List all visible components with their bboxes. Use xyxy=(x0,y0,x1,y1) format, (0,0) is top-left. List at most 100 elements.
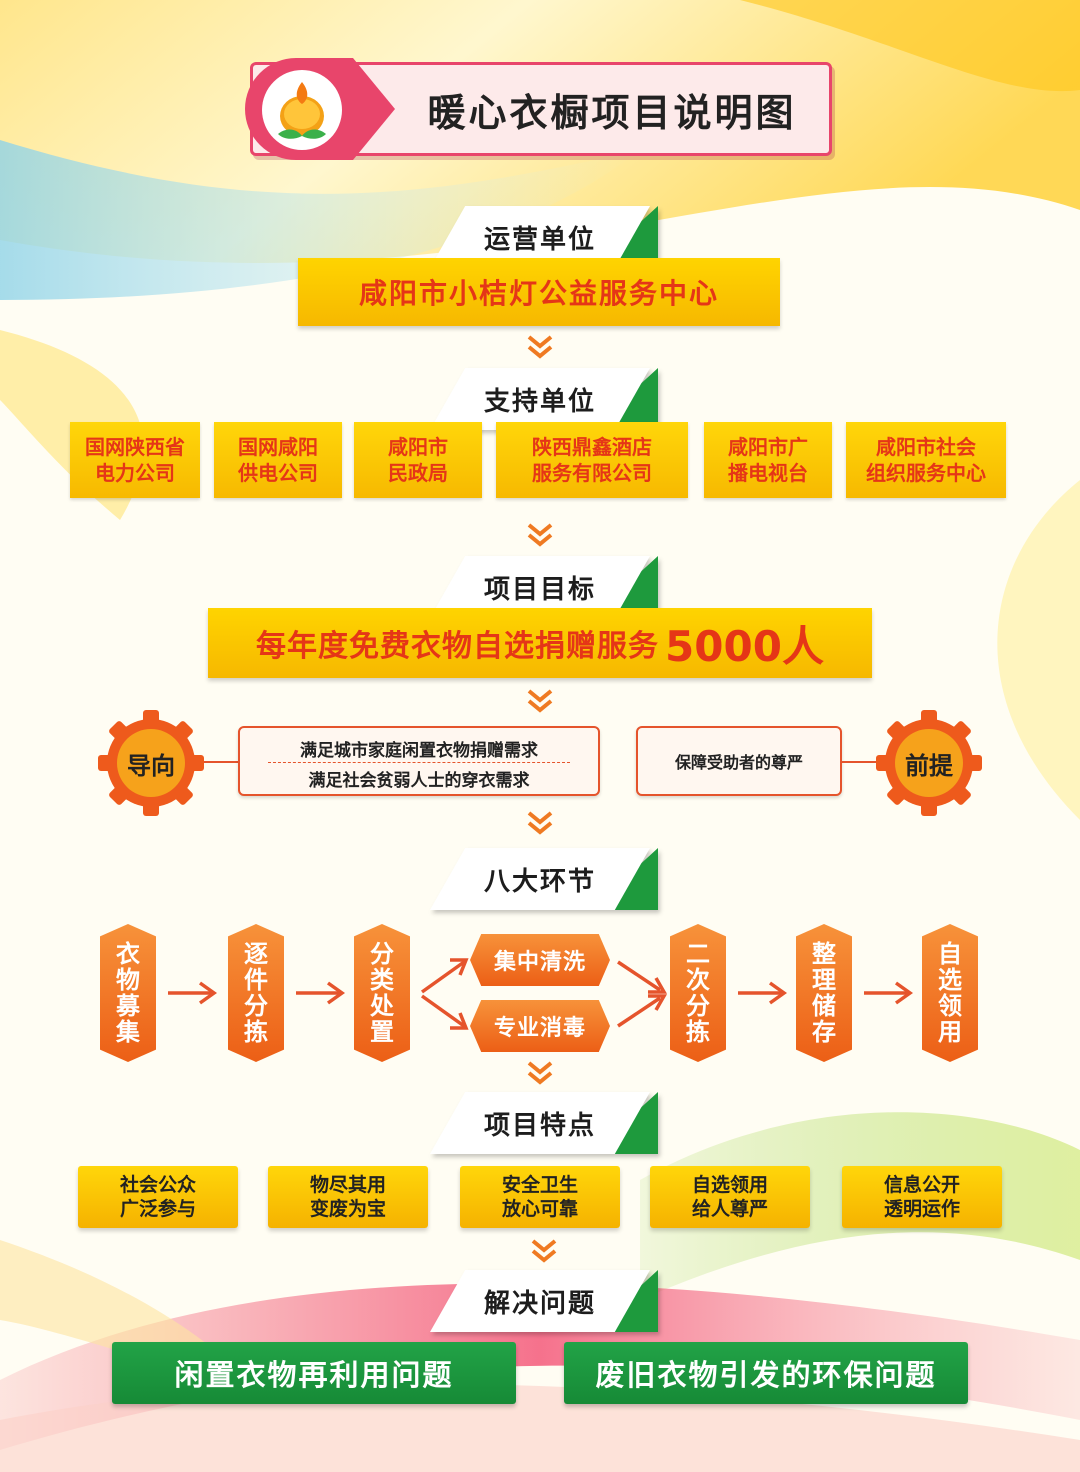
orientation-line: 满足城市家庭闲置衣物捐赠需求 xyxy=(300,740,538,761)
feature-card: 信息公开 透明运作 xyxy=(842,1166,1002,1228)
gear-icon xyxy=(876,710,982,816)
step-char: 整 xyxy=(812,940,836,968)
gear-icon xyxy=(98,710,204,816)
chevron-down-icon xyxy=(527,689,553,713)
goal-text: 每年度免费衣物自选捐赠服务 xyxy=(256,629,660,664)
supporter-card: 咸阳市社会 组织服务中心 xyxy=(846,422,1006,498)
premise-box: 保障受助者的尊严 xyxy=(636,726,842,796)
feature-line: 物尽其用 xyxy=(309,1174,386,1196)
step-char: 自 xyxy=(938,940,962,968)
orientation-label: 导向 xyxy=(127,751,175,780)
step-char: 置 xyxy=(370,1018,394,1046)
step-char: 处 xyxy=(370,992,394,1020)
merge-arrows-icon xyxy=(617,960,668,1028)
feature-card: 社会公众 广泛参与 xyxy=(78,1166,238,1228)
supporter-card: 咸阳市广 播电视台 xyxy=(704,422,832,498)
section-title: 支持单位 xyxy=(430,368,650,430)
step-char: 选 xyxy=(938,966,962,994)
connector-line xyxy=(842,761,878,763)
supporter-line: 国网咸阳 xyxy=(238,435,318,459)
feature-line: 透明运作 xyxy=(883,1198,960,1220)
step-char: 件 xyxy=(244,966,268,994)
page-title: 暖心衣橱项目说明图 xyxy=(427,90,797,135)
feature-card: 物尽其用 变废为宝 xyxy=(268,1166,428,1228)
step-char: 分 xyxy=(370,940,394,968)
step-char: 拣 xyxy=(244,1018,268,1046)
step-char: 集 xyxy=(116,1018,140,1046)
step-pickup: 自 选 领 用 xyxy=(922,924,978,1062)
section-header-goal: 项目目标 xyxy=(430,556,658,618)
supporter-line: 咸阳市 xyxy=(388,435,448,459)
supporter-card: 陕西鼎鑫酒店 服务有限公司 xyxy=(496,422,688,498)
section-title: 解决问题 xyxy=(430,1270,650,1332)
step-disinfect: 专业消毒 xyxy=(470,1000,610,1052)
section-header-steps: 八大环节 xyxy=(430,848,658,910)
feature-card: 安全卫生 放心可靠 xyxy=(460,1166,620,1228)
step-char: 物 xyxy=(116,966,140,994)
step-collect: 衣 物 募 集 xyxy=(100,924,156,1062)
arrow-right-icon xyxy=(738,981,788,1005)
supporter-line: 民政局 xyxy=(388,461,448,485)
problem-card: 闲置衣物再利用问题 xyxy=(112,1342,516,1404)
feature-line: 安全卫生 xyxy=(501,1174,578,1196)
step-classify: 分 类 处 置 xyxy=(354,924,410,1062)
supporter-line: 咸阳市广 xyxy=(728,435,808,459)
supporter-line: 供电公司 xyxy=(238,461,318,485)
supporter-card: 国网陕西省 电力公司 xyxy=(70,422,200,498)
step-char: 二 xyxy=(686,940,710,968)
section-title: 运营单位 xyxy=(430,206,650,268)
supporter-line: 播电视台 xyxy=(728,461,808,485)
feature-line: 社会公众 xyxy=(119,1174,196,1196)
operator-banner: 咸阳市小桔灯公益服务中心 xyxy=(298,258,780,326)
supporter-line: 服务有限公司 xyxy=(532,461,652,485)
supporter-card: 咸阳市 民政局 xyxy=(354,422,482,498)
arrow-right-icon xyxy=(296,981,346,1005)
chevron-down-icon xyxy=(527,335,553,359)
problem-card: 废旧衣物引发的环保问题 xyxy=(564,1342,968,1404)
orientation-line: 满足社会贫弱人士的穿衣需求 xyxy=(308,770,530,791)
feature-card: 自选领用 给人尊严 xyxy=(650,1166,810,1228)
arrow-right-icon xyxy=(168,981,218,1005)
premise-label: 前提 xyxy=(905,751,953,780)
step-char: 存 xyxy=(812,1018,836,1046)
step-wash: 集中清洗 xyxy=(470,934,610,986)
supporter-line: 陕西鼎鑫酒店 xyxy=(532,435,652,459)
step-sort: 逐 件 分 拣 xyxy=(228,924,284,1062)
feature-line: 变废为宝 xyxy=(309,1198,386,1220)
step-char: 拣 xyxy=(686,1018,710,1046)
step-char: 理 xyxy=(812,966,836,994)
supporter-line: 国网陕西省 xyxy=(85,435,185,459)
step-char: 分 xyxy=(244,992,268,1020)
step-store: 整 理 储 存 xyxy=(796,924,852,1062)
section-header-operator: 运营单位 xyxy=(430,206,658,268)
goal-banner: 每年度免费衣物自选捐赠服务 5000人 xyxy=(208,608,872,678)
feature-line: 信息公开 xyxy=(883,1174,960,1196)
chevron-down-icon xyxy=(527,523,553,547)
section-header-problems: 解决问题 xyxy=(430,1270,658,1332)
chevron-down-icon xyxy=(527,1061,553,1085)
feature-line: 放心可靠 xyxy=(501,1198,578,1220)
supporter-line: 组织服务中心 xyxy=(866,461,986,485)
logo-lamp-icon xyxy=(262,70,342,150)
step-char: 衣 xyxy=(116,940,140,968)
step-resort: 二 次 分 拣 xyxy=(670,924,726,1062)
arrow-right-icon xyxy=(864,981,914,1005)
section-title: 项目特点 xyxy=(430,1092,650,1154)
step-char: 分 xyxy=(686,992,710,1020)
chevron-down-icon xyxy=(527,811,553,835)
step-char: 类 xyxy=(370,966,394,994)
section-title: 项目目标 xyxy=(430,556,650,618)
section-header-supporters: 支持单位 xyxy=(430,368,658,430)
step-char: 储 xyxy=(812,992,836,1020)
divider xyxy=(268,762,570,763)
step-char: 募 xyxy=(116,992,140,1020)
section-title: 八大环节 xyxy=(430,848,650,910)
chevron-down-icon xyxy=(531,1239,557,1263)
supporter-line: 咸阳市社会 xyxy=(876,435,976,459)
step-char: 次 xyxy=(686,966,710,994)
feature-line: 给人尊严 xyxy=(691,1198,768,1220)
supporter-card: 国网咸阳 供电公司 xyxy=(214,422,342,498)
orientation-box: 满足城市家庭闲置衣物捐赠需求 满足社会贫弱人士的穿衣需求 xyxy=(238,726,600,796)
step-char: 领 xyxy=(938,992,962,1020)
connector-line xyxy=(204,761,240,763)
